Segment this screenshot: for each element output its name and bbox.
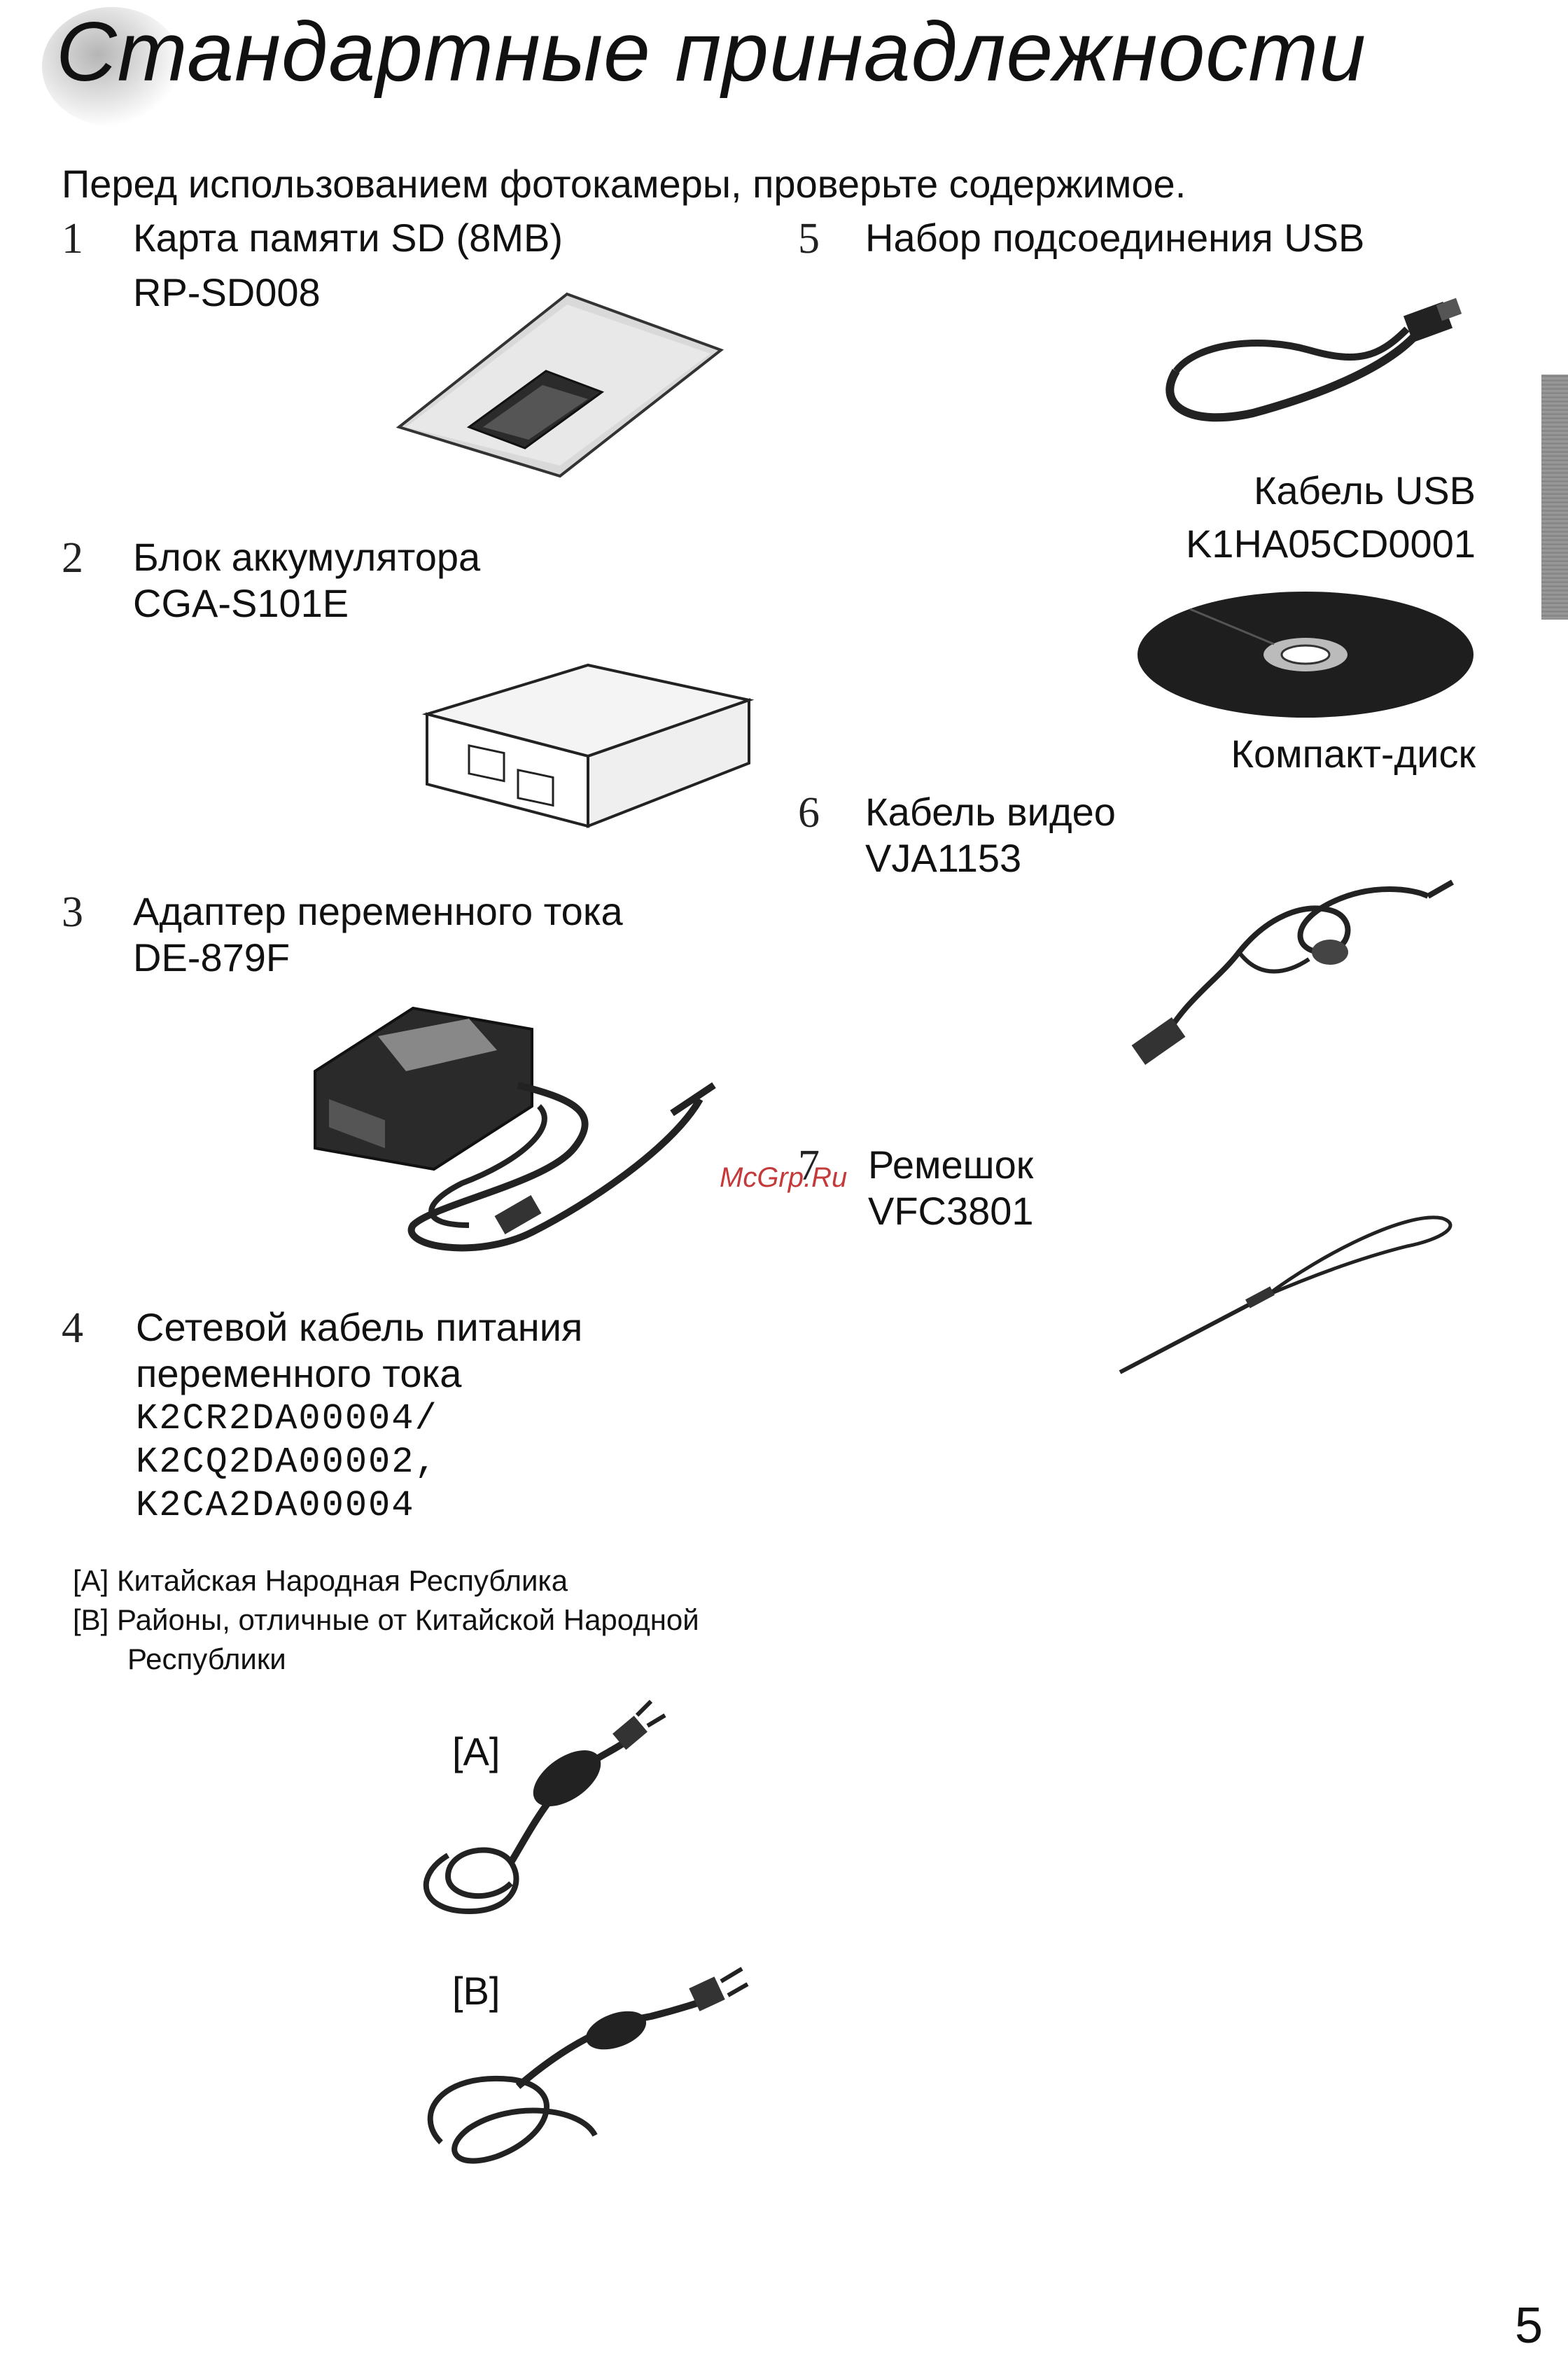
intro-text: Перед использованием фотокамеры, проверь… [62,162,1186,206]
plug-b-tag: [B] [452,1969,500,2013]
item-1-number: 1 [62,215,83,263]
power-cord-a-illustration [423,1699,666,1915]
ac-adapter-illustration [314,1006,716,1252]
page-header: Стандартные принадлежности [28,0,1366,126]
item-1-name: Карта памяти SD (8MB) [133,216,563,260]
usb-cable-illustration [1166,298,1462,422]
item-6-model: VJA1153 [865,836,1022,880]
strap-illustration [1119,1215,1452,1374]
item-3-number: 3 [62,888,83,936]
battery-illustration [421,663,755,828]
item-7-name: Ремешок [868,1143,1034,1187]
item-2-number: 2 [62,534,83,582]
item-4-model-3: K2CA2DA00004 [136,1485,415,1526]
item-6-name: Кабель видео [865,790,1116,834]
video-cable-illustration [1131,879,1454,1066]
item-6-number: 6 [798,789,820,837]
page-title: Стандартные принадлежности [56,5,1366,99]
item-4-name: Сетевой кабель питания [136,1305,583,1349]
cd-rom-caption: Компакт-диск [1231,732,1476,776]
note-a: [A] Китайская Народная Республика [73,1564,568,1597]
plug-a-tag: [A] [452,1729,500,1773]
page-number: 5 [1514,2298,1543,2354]
usb-cable-model: K1HA05CD0001 [1185,522,1476,566]
title-shading [42,7,182,126]
item-4-model-2: K2CQ2DA00002, [136,1442,438,1483]
note-b-continued: Республики [127,1642,286,1675]
sd-card-illustration [396,292,724,478]
item-7-number: 7 [798,1142,820,1190]
item-2-name: Блок аккумулятора [133,535,481,579]
item-3-model: DE-879F [133,935,290,979]
item-4-name-line2: переменного тока [136,1351,462,1395]
power-cord-b-illustration [427,1967,749,2164]
note-b: [B] Районы, отличные от Китайской Народн… [73,1603,699,1636]
item-5-name: Набор подсоединения USB [865,216,1365,260]
item-1-model: RP-SD008 [133,270,321,314]
item-5-number: 5 [798,215,820,263]
item-3-name: Адаптер переменного тока [133,889,623,933]
side-tab-marker [1541,375,1568,620]
item-4-model-1: K2CR2DA00004/ [136,1398,438,1439]
cd-rom-illustration [1138,592,1474,718]
watermark: McGrp.Ru [720,1162,848,1193]
usb-cable-caption: Кабель USB [1253,468,1476,512]
item-4-number: 4 [62,1304,83,1352]
item-2-model: CGA-S101E [133,581,349,625]
item-7-model: VFC3801 [868,1189,1034,1233]
